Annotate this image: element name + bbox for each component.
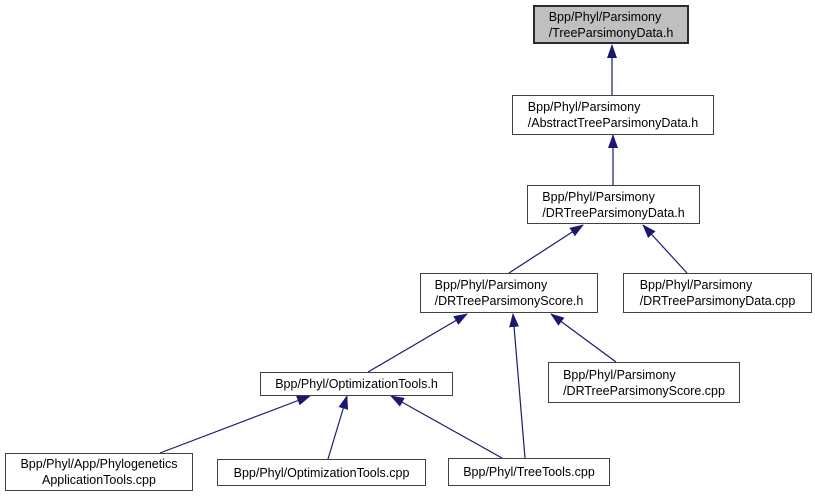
node-label: Bpp/Phyl/App/Phylogenetics ApplicationTo… [20, 456, 177, 488]
node-dr-tree-parsimony-score-h[interactable]: Bpp/Phyl/Parsimony /DRTreeParsimonyScore… [420, 273, 598, 313]
node-abstract-tree-parsimony-data-h[interactable]: Bpp/Phyl/Parsimony /AbstractTreeParsimon… [512, 95, 714, 135]
node-label-line: ApplicationTools.cpp [42, 473, 156, 487]
node-label-line: Bpp/Phyl/Parsimony [527, 100, 641, 114]
node-dr-tree-parsimony-data-cpp[interactable]: Bpp/Phyl/Parsimony /DRTreeParsimonyData.… [623, 273, 812, 313]
node-label: Bpp/Phyl/Parsimony /AbstractTreeParsimon… [528, 99, 698, 131]
edge-opttoolsh-to-drscoreh [367, 313, 468, 373]
node-optimization-tools-cpp[interactable]: Bpp/Phyl/OptimizationTools.cpp [217, 459, 426, 486]
node-label-line: /DRTreeParsimonyData.cpp [639, 294, 796, 308]
node-label-line: Bpp/Phyl/TreeTools.cpp [463, 465, 595, 479]
edge-treetools-to-drscoreh [509, 313, 526, 459]
node-label-line: Bpp/Phyl/OptimizationTools.cpp [233, 465, 410, 480]
node-label: Bpp/Phyl/TreeTools.cpp [463, 464, 595, 480]
node-label: Bpp/Phyl/Parsimony /DRTreeParsimonyData.… [542, 189, 684, 221]
node-label-line: Bpp/Phyl/OptimizationTools.h [275, 377, 438, 391]
edge-drdatacpp-to-drdatah [642, 224, 688, 274]
node-label-line: Bpp/Phyl/Parsimony [542, 189, 655, 204]
node-label: Bpp/Phyl/OptimizationTools.h [275, 376, 438, 392]
node-tree-parsimony-data-h[interactable]: Bpp/Phyl/Parsimony /TreeParsimonyData.h [533, 5, 689, 44]
node-label: Bpp/Phyl/OptimizationTools.cpp [234, 465, 410, 481]
node-phylogenetics-application-tools-cpp[interactable]: Bpp/Phyl/App/Phylogenetics ApplicationTo… [5, 453, 193, 491]
node-label-line: Bpp/Phyl/Parsimony [434, 278, 548, 292]
node-label-line: /AbstractTreeParsimonyData.h [527, 116, 699, 130]
node-label: Bpp/Phyl/Parsimony /DRTreeParsimonyScore… [563, 367, 725, 399]
node-label-line: /DRTreeParsimonyScore.cpp [563, 383, 725, 398]
node-dr-tree-parsimony-data-h[interactable]: Bpp/Phyl/Parsimony /DRTreeParsimonyData.… [527, 185, 700, 224]
node-tree-tools-cpp[interactable]: Bpp/Phyl/TreeTools.cpp [448, 458, 610, 486]
node-label-line: Bpp/Phyl/Parsimony [639, 278, 753, 292]
edge-phyloapp-to-opttoolsh [159, 395, 311, 454]
node-label: Bpp/Phyl/Parsimony /DRTreeParsimonyData.… [640, 277, 796, 309]
node-label-line: /DRTreeParsimonyData.h [542, 205, 685, 220]
node-label-line: Bpp/Phyl/Parsimony [563, 367, 676, 382]
node-optimization-tools-h[interactable]: Bpp/Phyl/OptimizationTools.h [260, 372, 453, 396]
node-label: Bpp/Phyl/Parsimony /DRTreeParsimonyScore… [435, 277, 584, 309]
edge-drscoreh-to-drdatah [508, 224, 584, 274]
edge-drscorecpp-to-drscoreh [550, 313, 617, 363]
edge-treetools-to-opttoolsh [390, 395, 503, 459]
node-label-line: /DRTreeParsimonyScore.h [434, 294, 584, 308]
node-label-line: /TreeParsimonyData.h [548, 25, 674, 40]
node-label-line: Bpp/Phyl/Parsimony [548, 9, 662, 24]
node-label-line: Bpp/Phyl/App/Phylogenetics [20, 457, 178, 471]
node-dr-tree-parsimony-score-cpp[interactable]: Bpp/Phyl/Parsimony /DRTreeParsimonyScore… [548, 362, 740, 403]
node-label: Bpp/Phyl/Parsimony /TreeParsimonyData.h [549, 9, 674, 41]
edge-optcpp-to-opttoolsh [327, 395, 349, 460]
